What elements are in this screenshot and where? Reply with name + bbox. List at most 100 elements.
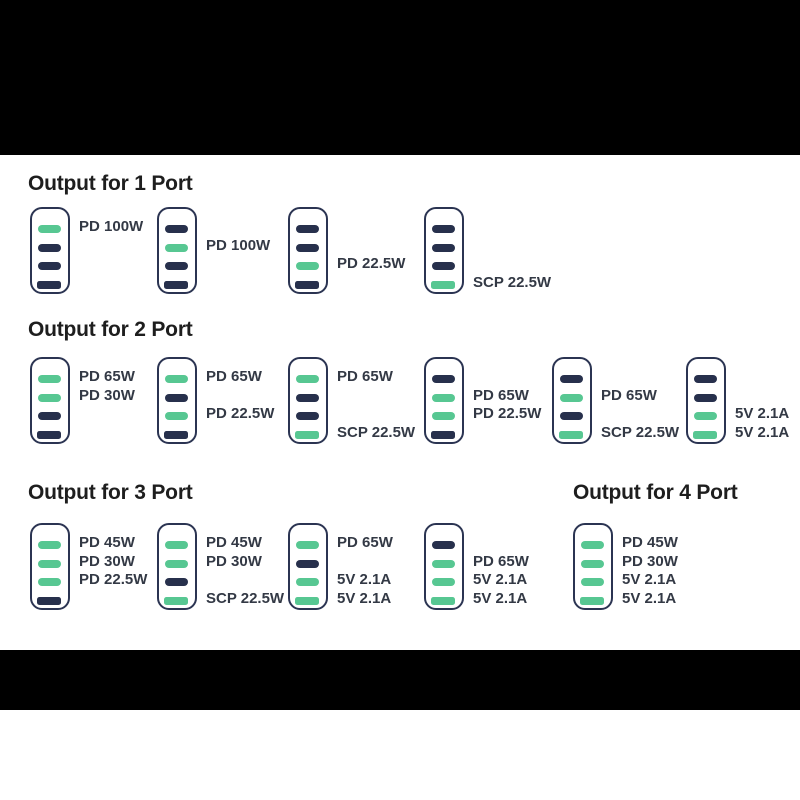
port-label: PD 65W	[473, 386, 529, 404]
charger-outline	[288, 207, 328, 294]
usb-port-active-icon	[296, 578, 319, 586]
charger-outline	[157, 357, 197, 444]
port-label: PD 65W	[79, 368, 135, 385]
usb-port-idle-icon	[296, 412, 319, 420]
port-label: PD 30W	[79, 386, 135, 404]
usb-port-active-icon	[38, 578, 61, 586]
usb-port-idle-icon	[165, 262, 188, 270]
usb-port-idle-icon	[296, 559, 319, 568]
port-label: PD 65W	[473, 552, 529, 570]
port-label: PD 100W	[79, 218, 144, 235]
charger-diagram-1-port-4: SCP 22.5W	[424, 207, 624, 294]
port-label: PD 22.5W	[337, 255, 406, 272]
usb-port-idle-icon	[38, 243, 61, 252]
port-label: PD 65W	[337, 368, 393, 385]
letterbox-middle-band	[0, 650, 800, 710]
charger-outline	[30, 357, 70, 444]
port-label: PD 45W	[206, 534, 262, 551]
usb-port-idle-icon	[164, 430, 188, 439]
port-label: SCP 22.5W	[601, 423, 680, 441]
usb-port-active-icon	[295, 596, 319, 605]
usb-port-active-icon	[431, 596, 455, 605]
usb-port-active-icon	[165, 541, 188, 549]
port-label: 5V 2.1A	[622, 571, 677, 588]
port-label: 5V 2.1A	[337, 571, 392, 588]
port-label: SCP 22.5W	[473, 273, 552, 291]
usb-port-active-icon	[165, 243, 188, 252]
usb-port-active-icon	[694, 412, 717, 420]
usb-port-idle-icon	[296, 243, 319, 252]
usb-port-active-icon	[296, 262, 319, 270]
charger-diagram-1-port-1: PD 100W	[30, 207, 230, 294]
usb-port-idle-icon	[165, 393, 188, 402]
usb-port-idle-icon	[165, 578, 188, 586]
usb-port-idle-icon	[38, 412, 61, 420]
usb-port-active-icon	[38, 559, 61, 568]
usb-port-active-icon	[165, 375, 188, 383]
usb-port-active-icon	[296, 375, 319, 383]
charger-diagram-1-port-3: PD 22.5W	[288, 207, 488, 294]
charger-diagram-1-port-2: PD 100W	[157, 207, 357, 294]
usb-port-active-icon	[164, 596, 188, 605]
charger-outline	[288, 523, 328, 610]
usb-port-active-icon	[165, 412, 188, 420]
port-label: 5V 2.1A	[622, 589, 677, 607]
usb-port-active-icon	[581, 541, 604, 549]
charger-outline	[30, 207, 70, 294]
port-label: 5V 2.1A	[735, 405, 790, 422]
port-label: PD 22.5W	[473, 405, 542, 422]
port-label: 5V 2.1A	[473, 589, 528, 607]
port-label: PD 65W	[206, 368, 262, 385]
charger-outline	[424, 523, 464, 610]
usb-port-idle-icon	[165, 225, 188, 233]
port-label: PD 22.5W	[79, 571, 148, 588]
usb-port-idle-icon	[37, 596, 61, 605]
usb-port-active-icon	[432, 393, 455, 402]
port-label: SCP 22.5W	[337, 423, 416, 441]
usb-port-active-icon	[295, 430, 319, 439]
charger-diagram-2-port-2: PD 65W PD 22.5W	[157, 357, 357, 444]
usb-port-active-icon	[38, 393, 61, 402]
usb-port-active-icon	[38, 541, 61, 549]
usb-port-idle-icon	[296, 225, 319, 233]
usb-port-active-icon	[693, 430, 717, 439]
charger-outline	[424, 357, 464, 444]
usb-port-active-icon	[38, 375, 61, 383]
letterbox-top-band	[0, 0, 800, 155]
usb-port-idle-icon	[295, 280, 319, 289]
usb-port-idle-icon	[296, 393, 319, 402]
section-title-2-port: Output for 2 Port	[28, 318, 193, 341]
section-title-3-port: Output for 3 Port	[28, 481, 193, 504]
usb-port-idle-icon	[431, 430, 455, 439]
usb-port-idle-icon	[694, 393, 717, 402]
usb-port-idle-icon	[38, 262, 61, 270]
port-label: PD 22.5W	[206, 405, 275, 422]
port-label: 5V 2.1A	[735, 423, 790, 441]
usb-port-active-icon	[165, 559, 188, 568]
section-title-1-port: Output for 1 Port	[28, 172, 193, 195]
charger-outline	[573, 523, 613, 610]
usb-port-active-icon	[581, 578, 604, 586]
port-label: 5V 2.1A	[337, 589, 392, 607]
usb-port-active-icon	[559, 430, 583, 439]
port-label: PD 100W	[206, 236, 271, 254]
usb-port-idle-icon	[432, 375, 455, 383]
usb-port-idle-icon	[560, 412, 583, 420]
charger-outline	[552, 357, 592, 444]
usb-port-active-icon	[432, 412, 455, 420]
usb-port-active-icon	[431, 280, 455, 289]
port-label: PD 45W	[622, 534, 678, 551]
usb-port-active-icon	[38, 225, 61, 233]
section-title-4-port: Output for 4 Port	[573, 481, 738, 504]
usb-port-idle-icon	[560, 375, 583, 383]
usb-port-active-icon	[580, 596, 604, 605]
usb-port-active-icon	[296, 541, 319, 549]
